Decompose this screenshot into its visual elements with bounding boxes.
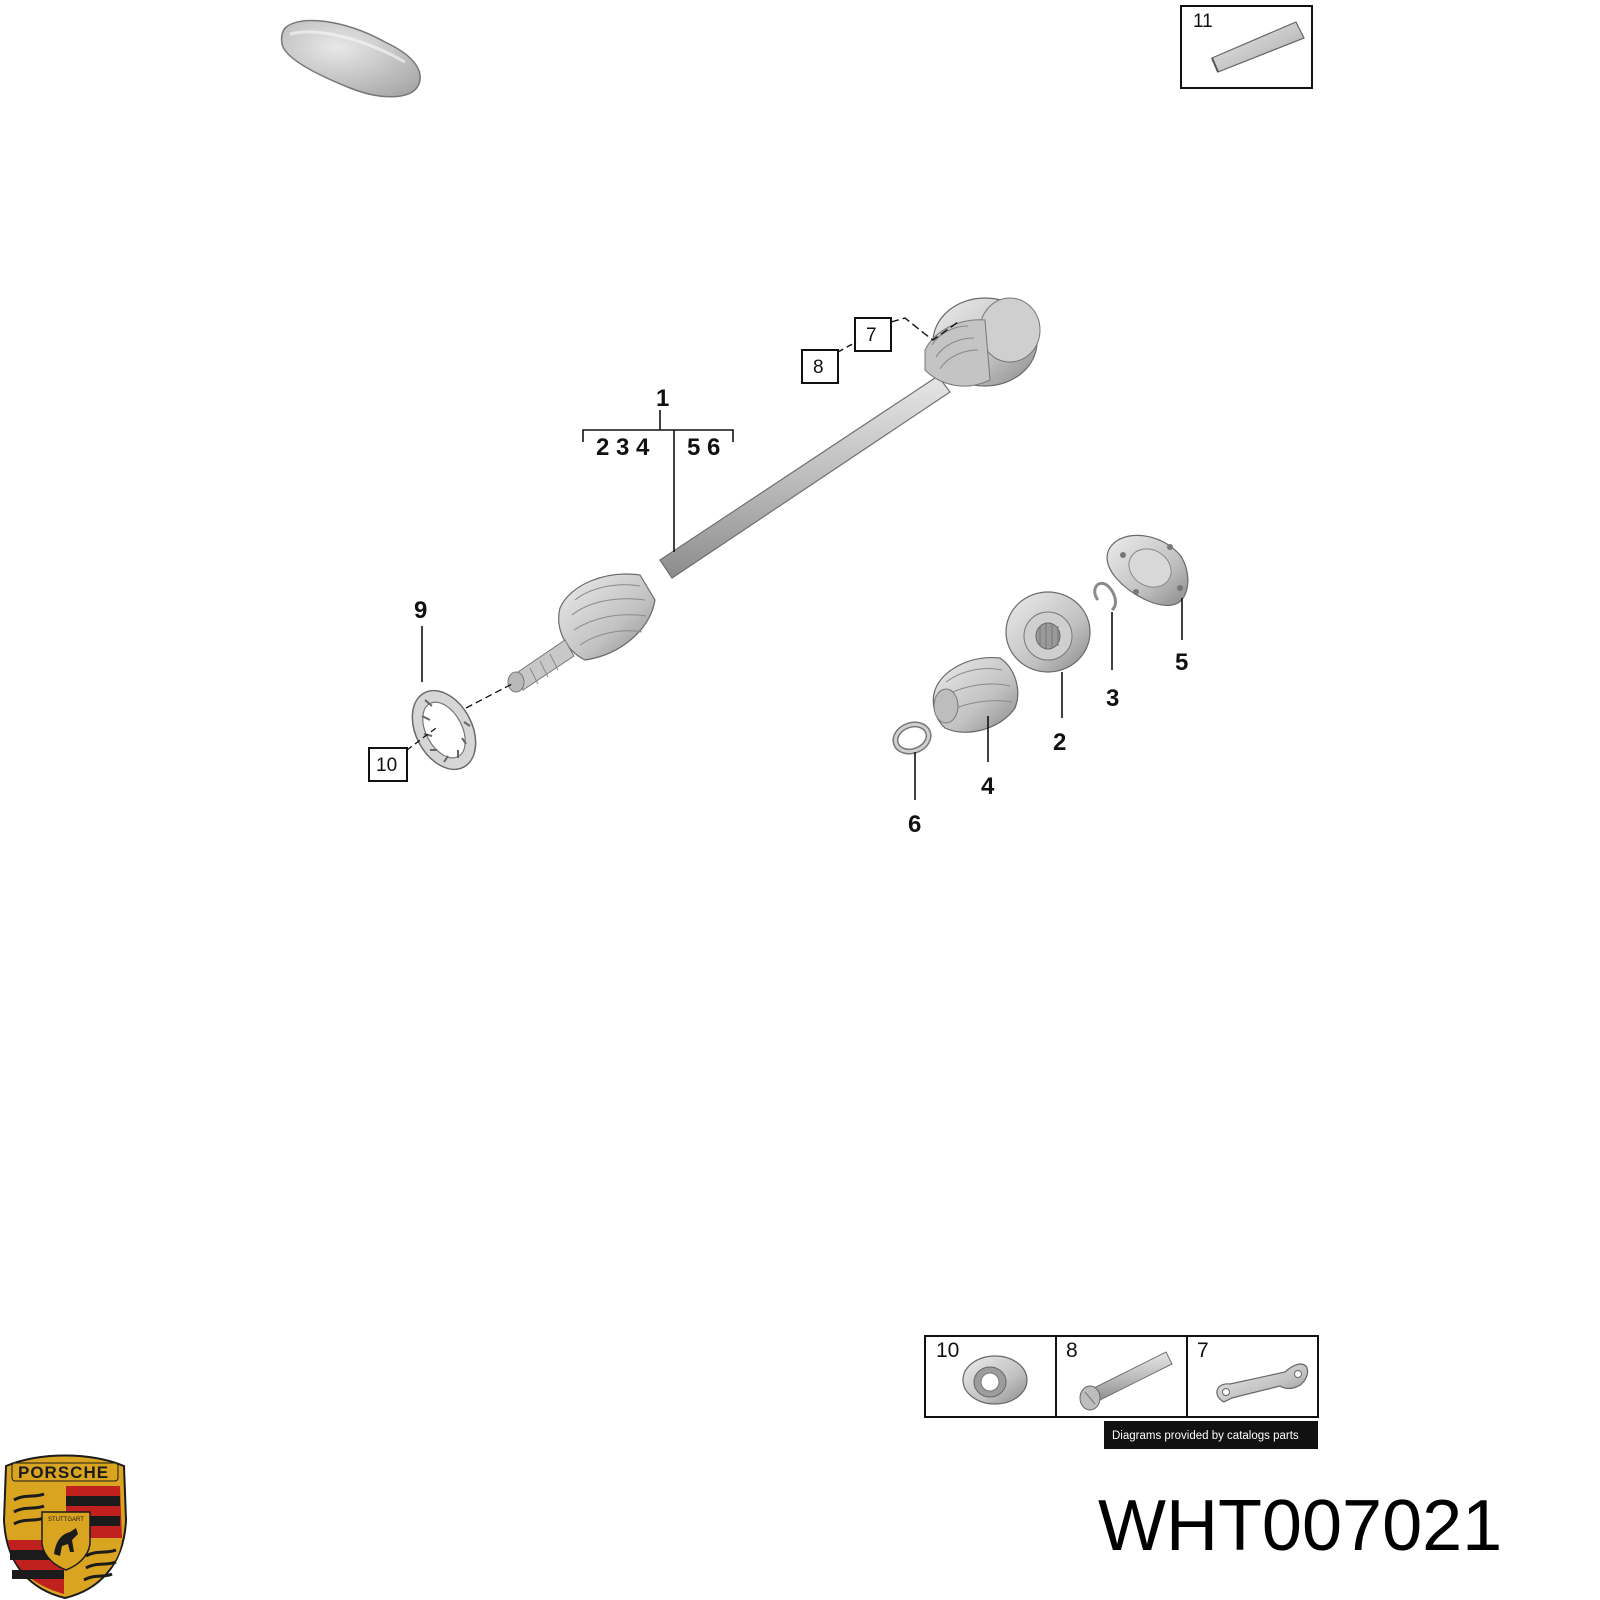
- hardware-panel: 10 8 7: [924, 1335, 1319, 1418]
- svg-text:5: 5: [1175, 649, 1188, 676]
- svg-text:8: 8: [813, 357, 824, 378]
- cv-joint-part-2: [1005, 591, 1091, 673]
- svg-text:10: 10: [376, 755, 397, 776]
- callout-6: 6: [908, 752, 921, 838]
- svg-text:7: 7: [866, 325, 877, 346]
- callout-4: 4: [981, 716, 995, 800]
- grease-packet-part: [280, 19, 421, 98]
- drive-shaft-assembly: [507, 297, 1041, 693]
- circlip-part-3: [1093, 581, 1117, 612]
- svg-text:2: 2: [1053, 729, 1066, 756]
- boot-part-4: [932, 657, 1019, 733]
- cover-part-5: [1106, 534, 1189, 606]
- callout-1: 1: [656, 385, 669, 412]
- panel-10-number: 10: [936, 1339, 959, 1362]
- panel-8-number: 8: [1066, 1339, 1078, 1362]
- callout-8-box: 8: [801, 341, 857, 384]
- callout-3: 3: [1106, 612, 1119, 712]
- callout-11: 11: [1193, 11, 1213, 32]
- credit-banner: Diagrams provided by catalogs parts: [1104, 1421, 1318, 1449]
- callout-9: 9: [414, 597, 427, 682]
- svg-text:6: 6: [908, 811, 921, 838]
- callout-group-right: 5 6: [687, 434, 720, 461]
- porsche-crest-logo: PORSCHE STUTTGART: [2, 1454, 128, 1600]
- callout-7-box: 7: [854, 317, 959, 352]
- inner-cv-joint: [507, 573, 656, 693]
- part-number: WHT007021: [1098, 1486, 1502, 1566]
- plate-part-panel-7: [1216, 1363, 1309, 1403]
- item-11-panel: 11: [1180, 5, 1313, 89]
- callout-2: 2: [1053, 672, 1066, 756]
- callout-5: 5: [1175, 598, 1188, 676]
- logo-brand-text: PORSCHE: [18, 1463, 109, 1482]
- nut-part-panel-10: [962, 1355, 1028, 1405]
- callout-group-left: 2 3 4: [596, 434, 650, 461]
- logo-city-text: STUTTGART: [48, 1517, 84, 1523]
- grease-tube-part: [1211, 21, 1305, 73]
- bolt-part-panel-8: [1079, 1351, 1173, 1411]
- outer-cv-joint: [924, 297, 1041, 387]
- clamp-band-part-6: [892, 721, 932, 755]
- callout-10-box: 10: [368, 727, 437, 782]
- svg-text:4: 4: [981, 773, 995, 800]
- collar-nut-part: [411, 683, 513, 771]
- svg-text:9: 9: [414, 597, 427, 624]
- svg-text:Diagrams provided by catalogs: Diagrams provided by catalogs parts: [1112, 1430, 1299, 1442]
- svg-text:3: 3: [1106, 685, 1119, 712]
- panel-7-number: 7: [1197, 1339, 1209, 1362]
- assembly-bracket-callout: 1 2 3 4 5 6: [582, 385, 734, 552]
